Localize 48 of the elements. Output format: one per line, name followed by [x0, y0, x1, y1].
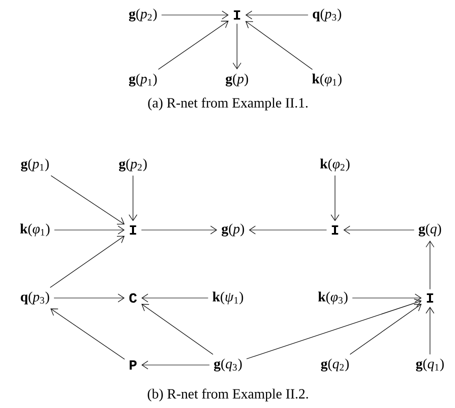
- term-label: g(p$_{1}$): [21, 158, 49, 172]
- arrow: [352, 294, 422, 302]
- term-label: g(q): [418, 224, 442, 236]
- arrow: [128, 175, 138, 222]
- operator-symbol: I: [332, 225, 338, 235]
- arrow: [343, 226, 414, 234]
- term-label: g(q$_{2}$): [321, 358, 349, 372]
- arrow: [50, 236, 125, 288]
- caption: (b) R-net from Example II.2.: [148, 388, 308, 402]
- operator-symbol: I: [426, 293, 434, 303]
- arrow: [54, 226, 125, 234]
- term-label: k(ψ$_{1}$): [212, 292, 244, 304]
- caption: (a) R-net from Example II.1.: [148, 98, 308, 110]
- term-label: g(p$_{1}$): [129, 74, 157, 86]
- term-label: g(p): [222, 224, 244, 236]
- arrow: [141, 360, 210, 370]
- arrow: [54, 294, 125, 302]
- arrow: [426, 306, 434, 355]
- arrow: [50, 175, 125, 224]
- operator-symbol: I: [234, 10, 240, 20]
- operator-symbol: C: [129, 293, 137, 303]
- term-label: g(q$_{1}$): [416, 358, 444, 372]
- arrow: [232, 24, 242, 70]
- term-label: g(p): [226, 74, 248, 86]
- arrow: [141, 226, 218, 234]
- arrow: [158, 20, 229, 70]
- operator-symbol: P: [130, 360, 137, 370]
- arrow: [245, 10, 308, 20]
- arrow: [141, 304, 214, 355]
- term-label: k(φ$_{2}$): [320, 158, 350, 172]
- arrow: [248, 226, 327, 234]
- arrow: [426, 240, 434, 290]
- term-label: g(p$_{2}$): [119, 158, 147, 172]
- arrow: [246, 298, 422, 360]
- arrow: [141, 294, 208, 302]
- term-label: q(p$_{3}$): [312, 8, 342, 22]
- arrow: [350, 304, 422, 355]
- operator-symbol: I: [130, 225, 136, 235]
- term-label: q(p$_{3}$): [20, 292, 50, 304]
- term-label: k(φ$_{1}$): [312, 74, 342, 86]
- term-label: k(φ$_{3}$): [318, 292, 348, 304]
- arrow: [245, 21, 313, 70]
- term-label: k(φ$_{1}$): [20, 224, 50, 236]
- term-label: g(q$_{3}$): [214, 358, 242, 372]
- arrow: [50, 308, 125, 360]
- arrow: [330, 175, 340, 222]
- arrow: [161, 10, 229, 20]
- term-label: g(p$_{2}$): [129, 8, 157, 22]
